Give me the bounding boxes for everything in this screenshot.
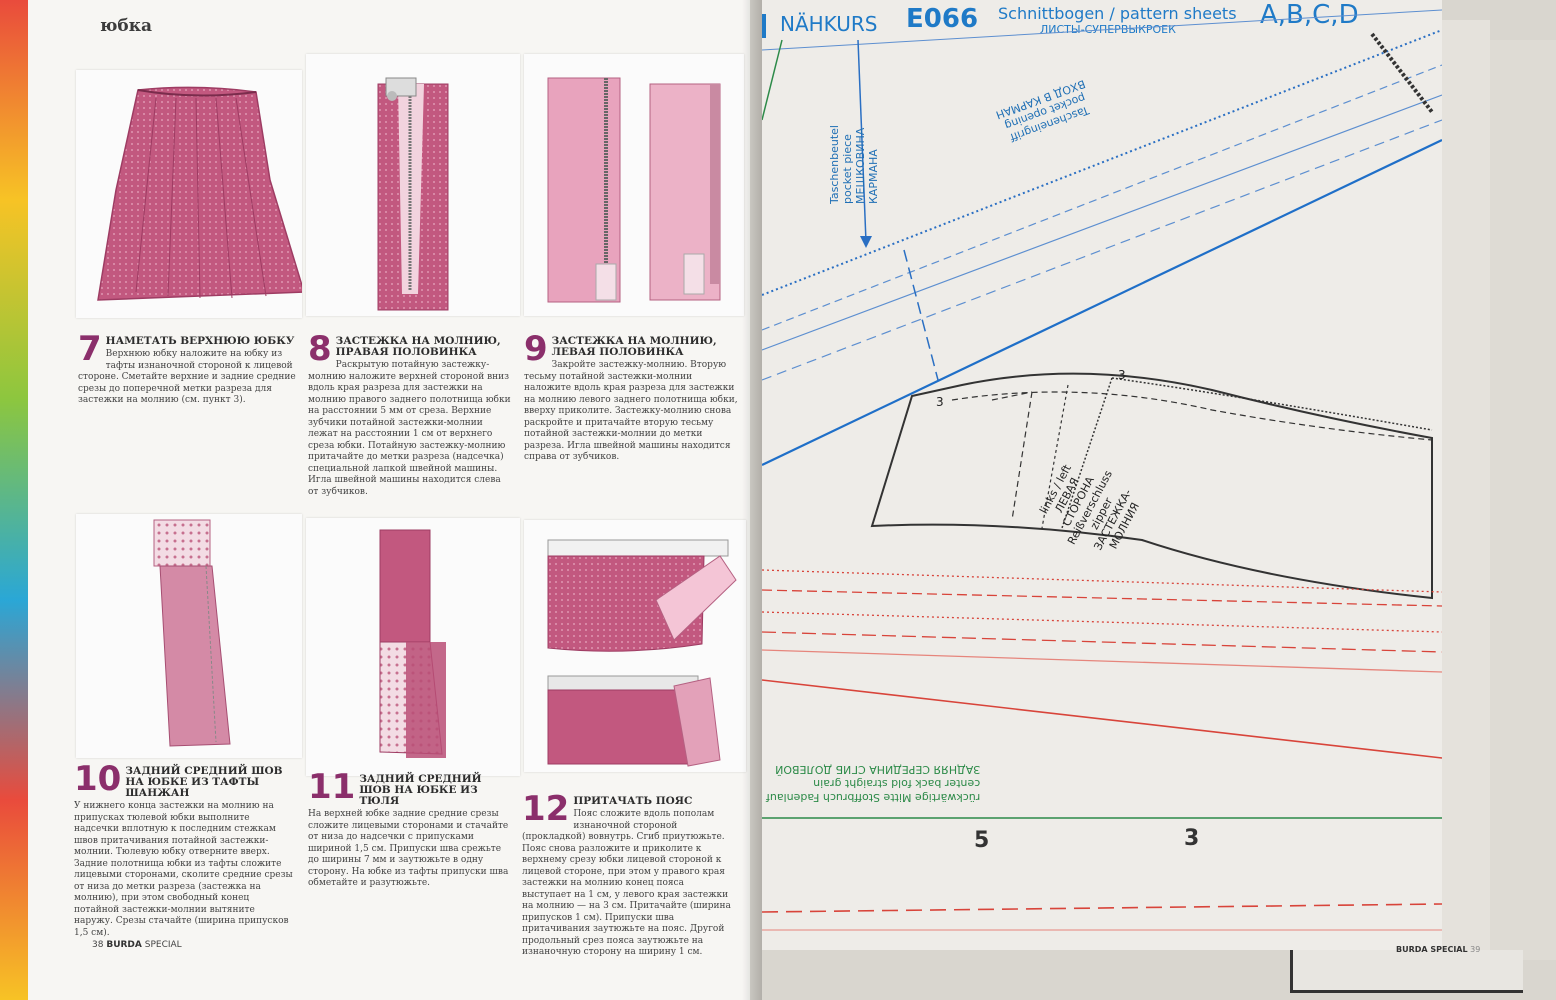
rainbow-edge [0, 0, 28, 1000]
pattern-sheet-page: NÄHKURS E066 Schnittbogen / pattern shee… [762, 0, 1442, 950]
step-body: Закройте застежку-молнию. Вторую тесьму … [524, 360, 738, 462]
piece-number: 5 [974, 828, 990, 853]
step-body: Верхнюю юбку наложите на юбку из тафты и… [78, 349, 296, 405]
step-title: ПРИТАЧАТЬ ПОЯС [573, 795, 693, 807]
step-title: ЗАСТЕЖКА НА МОЛНИЮ, ЛЕВАЯ ПОЛОВИНКА [551, 335, 717, 358]
left-footer: 38 BURDA SPECIAL [92, 940, 182, 950]
step-body: На верхней юбке задние средние срезы сло… [308, 809, 509, 888]
step-title: ЗАСТЕЖКА НА МОЛНИЮ, ПРАВАЯ ПОЛОВИНКА [335, 335, 501, 358]
page-number: 38 [92, 940, 104, 950]
step-11: 11 ЗАДНИЙ СРЕДНИЙ ШОВ НА ЮБКЕ ИЗ ТЮЛЯ На… [308, 767, 512, 890]
sheet-label-ru: ЛИСТЫ-СУПЕРВЫКРОЕК [1040, 23, 1176, 33]
step-number: 7 [78, 329, 102, 369]
label-line: pocket piece [841, 134, 854, 204]
section-title: юбка [100, 16, 153, 36]
lower-page-corner [1290, 950, 1523, 993]
photo-zipper-right [306, 54, 520, 316]
label-line: МЕШКОВИНА КАРМАНА [854, 127, 880, 204]
sheet-letters: A,B,C,D [1260, 0, 1359, 30]
step-number: 12 [522, 789, 570, 829]
step-body: У нижнего конца застежки на молнию на пр… [74, 801, 293, 938]
step-8: 8 ЗАСТЕЖКА НА МОЛНИЮ, ПРАВАЯ ПОЛОВИНКА Р… [308, 329, 512, 498]
page-number: 39 [1470, 945, 1481, 954]
label-line: ЗАДНЯЯ СЕРЕДИНА СГИБ ДОЛЕВОЙ [775, 763, 981, 776]
label-line: Taschenbeutel [828, 125, 841, 204]
right-footer: BURDA SPECIAL 39 [1396, 945, 1480, 954]
step-7: 7 НАМЕТАТЬ ВЕРХНЮЮ ЮБКУ Верхнюю юбку нал… [78, 329, 308, 407]
marker-3: 3 [936, 395, 944, 409]
pattern-lines [762, 9, 1442, 931]
step-body: Раскрытую потайную застежку-молнию налож… [308, 360, 511, 497]
center-back-fold-label: rückwärtige Mitte Stoffbruch Fadenlauf c… [766, 762, 980, 804]
photo-zipper-left [524, 54, 744, 316]
step-number: 10 [74, 759, 122, 799]
step-title: НАМЕТАТЬ ВЕРХНЮЮ ЮБКУ [105, 335, 295, 347]
course-title: NÄHKURS [780, 12, 878, 36]
step-number: 8 [308, 329, 332, 369]
course-marker [762, 14, 766, 38]
piece-number: 3 [1184, 826, 1200, 851]
step-body: Пояс сложите вдоль пополам изнаночной ст… [522, 809, 731, 957]
marker-3: 3 [1118, 368, 1126, 382]
photo-back-seam-taffeta [76, 514, 302, 758]
brand-name: BURDA SPECIAL [1396, 945, 1468, 954]
gutter-shadow [742, 0, 762, 1000]
pocket-piece-label: Taschenbeutel pocket piece МЕШКОВИНА КАР… [828, 74, 880, 204]
pattern-code: E066 [906, 4, 979, 34]
step-title: ЗАДНИЙ СРЕДНИЙ ШОВ НА ЮБКЕ ИЗ ТЮЛЯ [359, 773, 482, 807]
label-line: center back fold straight grain [813, 777, 981, 790]
photo-waistband [524, 520, 746, 772]
step-number: 11 [308, 767, 356, 807]
sheet-label: Schnittbogen / pattern sheets [998, 4, 1237, 23]
brand-name: BURDA [106, 940, 142, 950]
step-title: ЗАДНИЙ СРЕДНИЙ ШОВ НА ЮБКЕ ИЗ ТАФТЫ ШАНЖ… [125, 765, 283, 799]
step-10: 10 ЗАДНИЙ СРЕДНИЙ ШОВ НА ЮБКЕ ИЗ ТАФТЫ Ш… [74, 759, 296, 939]
step-12: 12 ПРИТАЧАТЬ ПОЯС Пояс сложите вдоль поп… [522, 789, 736, 959]
left-page: юбка [28, 0, 750, 1000]
label-line: rückwärtige Mitte Stoffbruch Fadenlauf [766, 791, 981, 804]
step-number: 9 [524, 329, 548, 369]
photo-back-seam-tulle [306, 518, 520, 776]
step-9: 9 ЗАСТЕЖКА НА МОЛНИЮ, ЛЕВАЯ ПОЛОВИНКА За… [524, 329, 738, 464]
brand-suffix: SPECIAL [144, 940, 182, 950]
photo-skirt-basted [76, 70, 305, 318]
